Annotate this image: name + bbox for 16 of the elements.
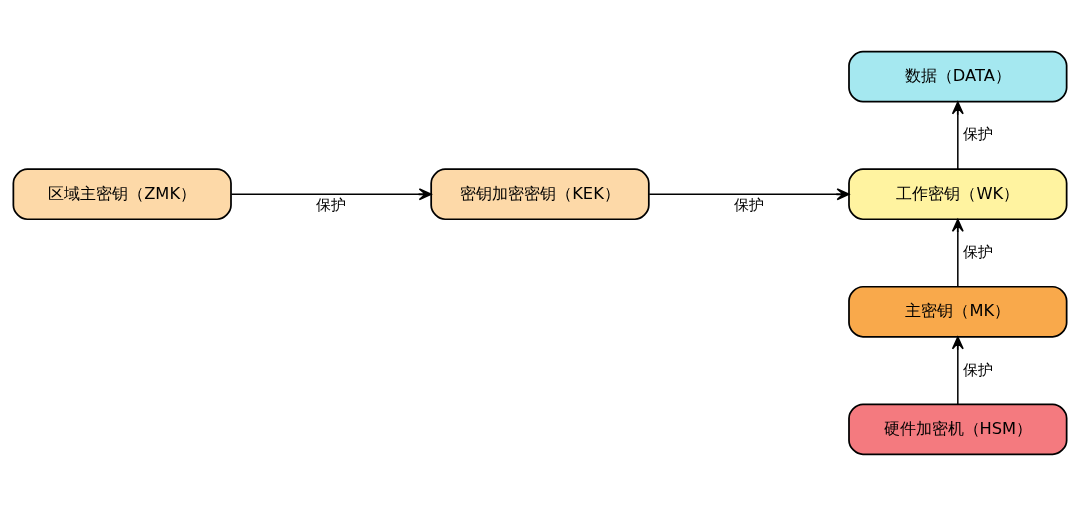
node-box: 区域主密钥（ZMK） (12, 167, 232, 220)
arrow (951, 335, 964, 405)
edge-label: 保护 (962, 124, 993, 143)
arrow (230, 187, 432, 200)
node-box: 主密钥（MK） (848, 285, 1068, 338)
node-box: 工作密钥（WK） (848, 167, 1068, 220)
arrow (648, 187, 850, 200)
arrow (951, 218, 964, 287)
edge-label: 保护 (733, 195, 764, 214)
edge-label: 保护 (962, 360, 993, 379)
node-box: 硬件加密机（HSM） (848, 402, 1068, 455)
arrow (951, 100, 964, 170)
node-box: 密钥加密密钥（KEK） (430, 167, 650, 220)
edge-label: 保护 (962, 242, 993, 261)
node-box: 数据（DATA） (848, 50, 1068, 103)
edge-label: 保护 (316, 195, 347, 214)
